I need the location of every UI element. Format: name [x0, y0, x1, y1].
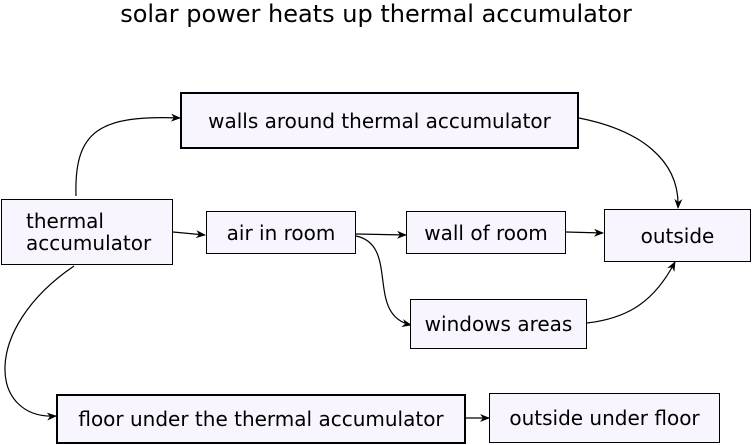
node-thermal-accumulator: thermal accumulator — [1, 199, 173, 265]
edge-wall-of-room-to-outside — [565, 228, 604, 237]
node-air-in-room: air in room — [206, 211, 356, 254]
node-thermal-accumulator-line-1: thermal — [26, 209, 104, 233]
edge-thermal-accumulator-to-walls-around — [75, 113, 181, 197]
node-windows-areas: windows areas — [410, 299, 587, 349]
edge-air-in-room-to-wall-of-room — [355, 230, 407, 239]
edge-walls-around-to-outside — [578, 117, 683, 209]
edge-air-in-room-to-windows-areas — [355, 235, 412, 327]
edge-thermal-accumulator-to-air-in-room — [172, 230, 206, 239]
edge-thermal-accumulator-to-floor-under — [4, 265, 75, 421]
node-outside-under-floor: outside under floor — [489, 393, 720, 443]
node-walls-around-thermal-accumulator: walls around thermal accumulator — [180, 92, 579, 149]
diagram-title: solar power heats up thermal accumulator — [120, 0, 632, 28]
node-wall-of-room: wall of room — [406, 211, 566, 254]
edge-windows-areas-to-outside — [586, 261, 676, 324]
node-thermal-accumulator-line-2: accumulator — [26, 231, 152, 255]
node-floor-under-the-thermal-accumulator: floor under the thermal accumulator — [56, 394, 466, 444]
node-outside: outside — [604, 209, 751, 262]
